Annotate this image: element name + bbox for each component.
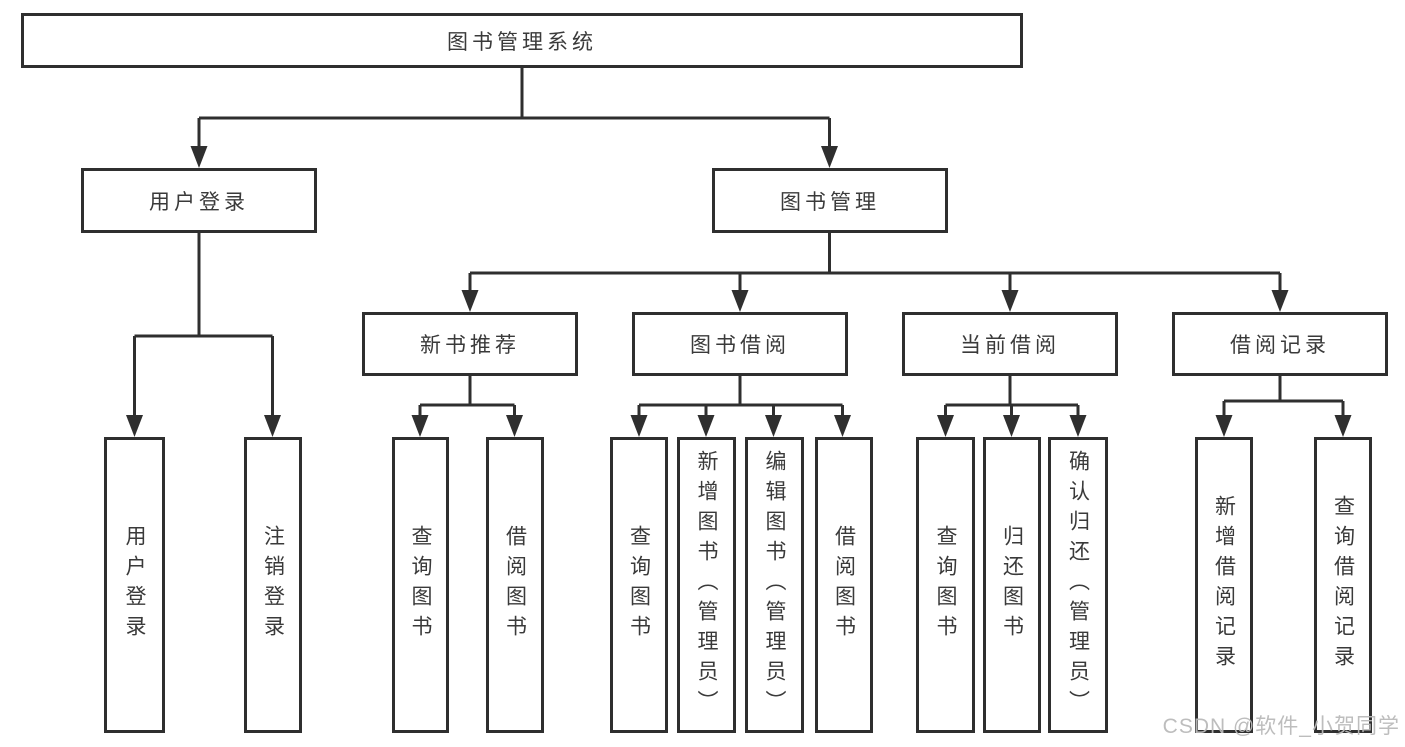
leaf-label: 确认归还（管理员） (1066, 450, 1090, 720)
leaf-label: 查询图书 (409, 525, 432, 645)
watermark: CSDN @软件_小贺同学 (1162, 715, 1400, 738)
arrowhead (1271, 290, 1289, 312)
leaf-query-books-recommend: 查询图书 (392, 437, 449, 733)
leaf-add-borrow-record: 新增借阅记录 (1195, 437, 1253, 733)
leaf-user-login: 用户登录 (104, 437, 165, 733)
leaf-label: 归还图书 (1000, 525, 1024, 645)
arrowhead (1215, 415, 1233, 437)
node-library-system: 图书管理系统 (21, 13, 1023, 68)
leaf-query-books-borrowing: 查询图书 (610, 437, 668, 733)
leaf-label: 注销登录 (261, 525, 285, 645)
leaf-query-books-current: 查询图书 (916, 437, 975, 733)
leaf-label: 用户登录 (123, 525, 146, 645)
leaf-label: 查询图书 (627, 525, 651, 645)
arrowhead (461, 290, 479, 312)
arrowheads (126, 146, 1352, 437)
node-book-borrowing: 图书借阅 (632, 312, 848, 376)
arrowhead (506, 415, 523, 437)
leaf-add-books-admin: 新增图书（管理员） (677, 437, 736, 733)
arrowhead (834, 415, 851, 437)
connector-bookmgmt-to-modules (468, 232, 1282, 296)
connector-current-to-leaves (944, 375, 1080, 421)
arrowhead (1001, 290, 1019, 312)
arrowhead (126, 415, 143, 437)
arrowhead (630, 415, 648, 437)
connector-userlogin-to-leaves (133, 232, 274, 421)
leaf-label: 查询借阅记录 (1331, 495, 1355, 675)
arrowhead (1069, 415, 1087, 437)
arrowhead (731, 290, 749, 312)
connector-newbook-to-leaves (418, 375, 516, 421)
leaf-logout: 注销登录 (244, 437, 302, 733)
leaf-return-books: 归还图书 (983, 437, 1041, 733)
node-user-login: 用户登录 (81, 168, 317, 233)
arrowhead (190, 146, 208, 168)
node-book-management: 图书管理 (712, 168, 948, 233)
leaf-edit-books-admin: 编辑图书（管理员） (745, 437, 804, 733)
leaf-label: 借阅图书 (503, 525, 527, 645)
leaf-confirm-return-admin: 确认归还（管理员） (1048, 437, 1108, 733)
node-current-borrowing: 当前借阅 (902, 312, 1118, 376)
leaf-borrow-books-borrowing: 借阅图书 (815, 437, 873, 733)
connector-borrowing-to-leaves (637, 375, 844, 421)
leaf-label: 新增图书（管理员） (695, 450, 718, 720)
arrowhead (937, 415, 954, 437)
leaf-query-borrow-record: 查询借阅记录 (1314, 437, 1372, 733)
leaf-label: 编辑图书（管理员） (763, 450, 786, 720)
leaf-label: 新增借阅记录 (1212, 495, 1236, 675)
arrowhead (821, 146, 838, 168)
arrowhead (411, 415, 429, 437)
arrowhead (1003, 415, 1020, 437)
node-new-book-recommend: 新书推荐 (362, 312, 578, 376)
arrowhead (264, 415, 281, 437)
arrowhead (697, 415, 715, 437)
arrowhead (765, 415, 782, 437)
leaf-label: 借阅图书 (832, 525, 856, 645)
arrowhead (1334, 415, 1352, 437)
leaf-label: 查询图书 (934, 525, 957, 645)
leaf-borrow-books-recommend: 借阅图书 (486, 437, 544, 733)
connector-root-to-level1 (197, 66, 831, 152)
connector-records-to-leaves (1222, 375, 1345, 421)
node-borrowing-records: 借阅记录 (1172, 312, 1388, 376)
